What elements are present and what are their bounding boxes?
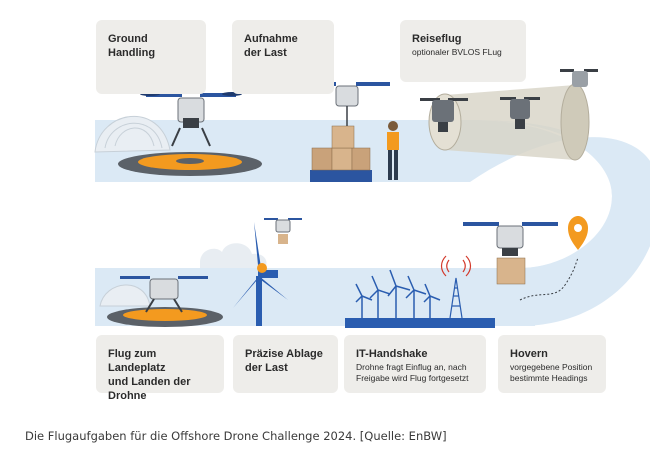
step-subtitle: optionaler BVLOS FLug	[412, 47, 502, 57]
step-title: Hovern	[510, 348, 548, 360]
step-title: Präzise Ablage der Last	[245, 348, 323, 374]
step-card-it-handshake: IT-Handshake Drohne fragt Einflug an, na…	[344, 335, 486, 393]
step-card-load-pickup: Aufnahme der Last	[232, 20, 334, 94]
step-subtitle: vorgegebene Position bestimmte Headings	[510, 362, 593, 383]
cloud	[200, 243, 267, 268]
cargo-pallet	[310, 125, 372, 182]
wind-farm	[355, 269, 441, 318]
step-card-ground-handling: Ground Handling	[96, 20, 206, 94]
step-title: Flug zum Landeplatz und Landen der Drohn…	[108, 348, 191, 402]
drone-cruise-far	[500, 97, 540, 129]
drone-landing	[120, 276, 208, 313]
wind-turbine	[233, 222, 288, 326]
hangar-dome	[94, 115, 171, 153]
radio-mast	[440, 255, 472, 319]
drone-delivery	[264, 218, 302, 244]
worker	[387, 121, 399, 180]
step-title: Aufnahme der Last	[244, 33, 298, 59]
sea	[345, 318, 495, 328]
drone-cruise	[420, 98, 468, 132]
step-card-cruise: Reiseflug optionaler BVLOS FLug	[400, 20, 526, 82]
step-card-placement: Präzise Ablage der Last	[233, 335, 338, 393]
figure-caption: Die Flugaufgaben für die Offshore Drone …	[25, 429, 447, 443]
drone-hovering	[463, 222, 558, 285]
step-card-landing: Flug zum Landeplatz und Landen der Drohn…	[96, 335, 224, 402]
step-title: Ground Handling	[108, 33, 156, 59]
step-subtitle: Drohne fragt Einflug an, nach Freigabe w…	[356, 362, 469, 383]
step-title: IT-Handshake	[356, 348, 428, 360]
step-title: Reiseflug	[412, 33, 462, 45]
bvlos-corridor	[445, 85, 575, 160]
location-pin-icon	[568, 216, 588, 250]
step-card-hover: Hovern vorgegebene Position bestimmte He…	[498, 335, 606, 393]
drone-far	[560, 69, 598, 87]
